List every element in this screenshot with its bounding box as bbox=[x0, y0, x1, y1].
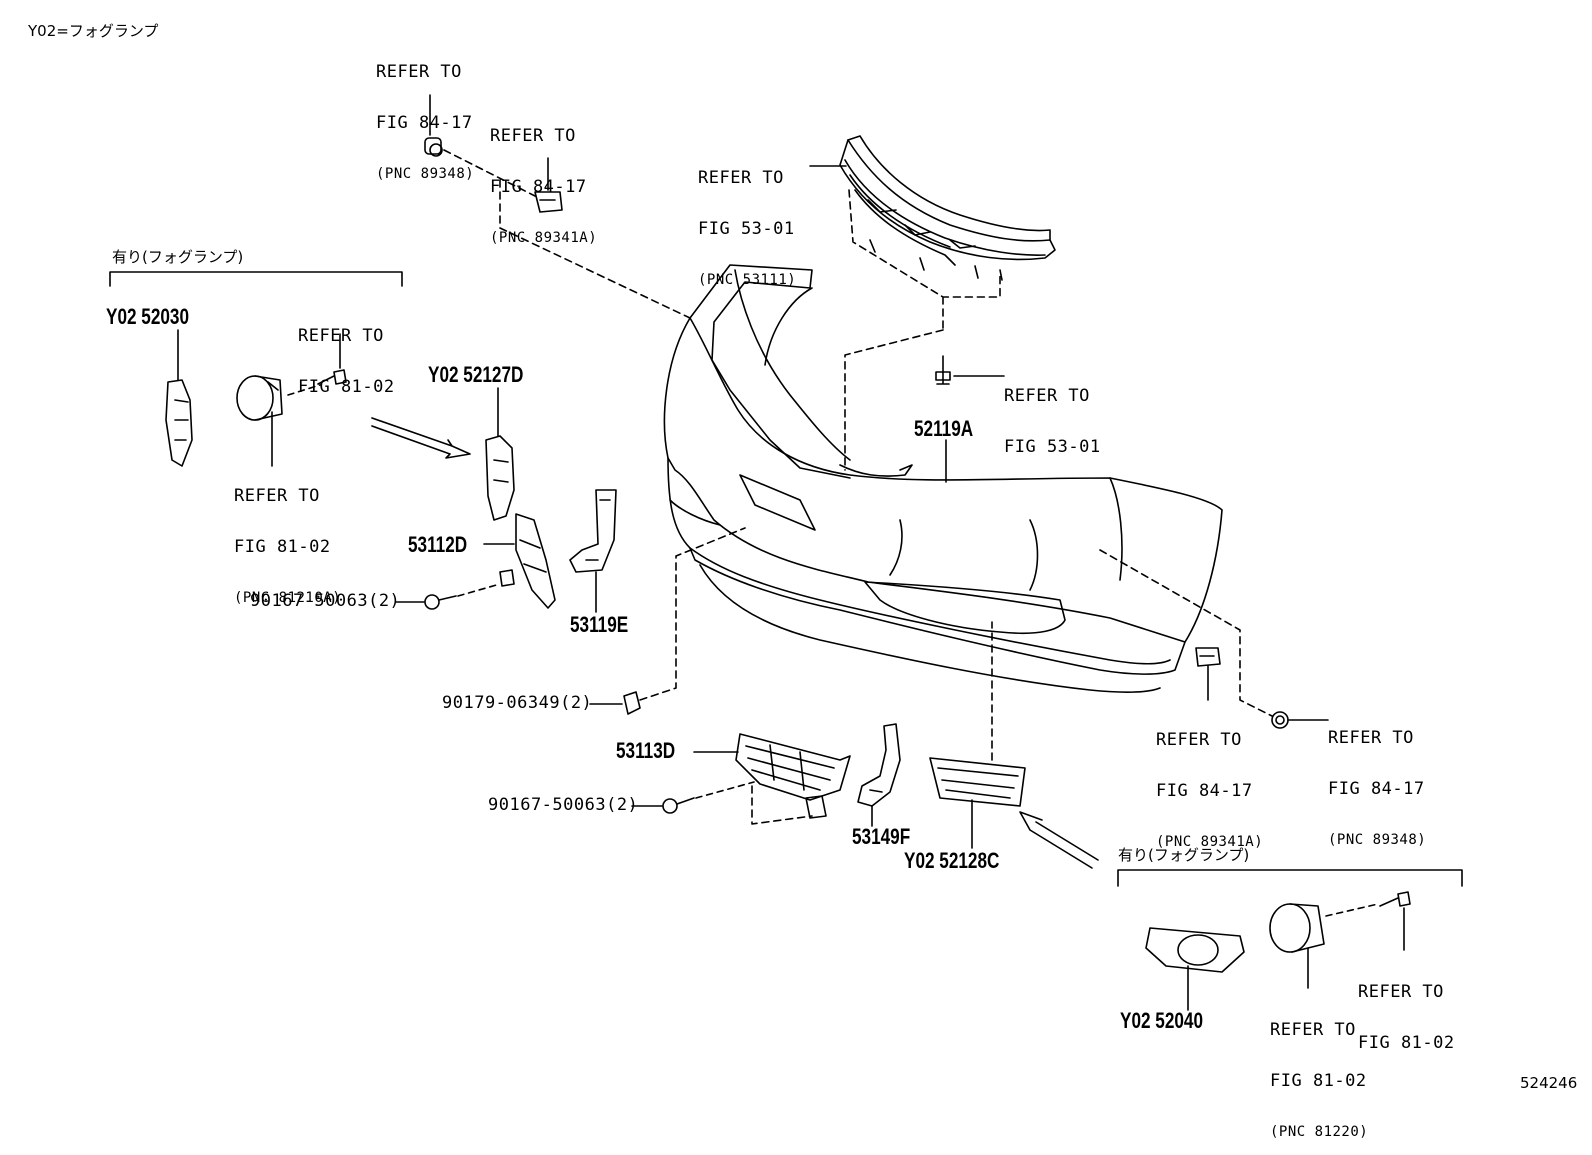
ref-line1: REFER TO bbox=[1004, 386, 1090, 406]
ref-line2: FIG 84-17 bbox=[1328, 779, 1425, 799]
ref-fig-81-02-right-lamp: REFER TO FIG 81-02 (PNC 81220) bbox=[1270, 990, 1368, 1155]
ref-line1: REFER TO bbox=[234, 486, 320, 506]
left-fog-cover bbox=[165, 379, 193, 467]
lower-grille-53113D bbox=[735, 733, 851, 819]
ref-pnc: (PNC 89348) bbox=[376, 166, 475, 182]
ref-line1: REFER TO bbox=[298, 326, 384, 346]
clip-89348-right bbox=[1271, 711, 1289, 729]
ref-line1: REFER TO bbox=[1156, 730, 1242, 750]
top-clip-dashed bbox=[443, 149, 691, 319]
clip-89348-top bbox=[424, 137, 443, 157]
clip-90179-dashed bbox=[639, 527, 746, 701]
right-clip-dashed bbox=[1099, 549, 1273, 717]
ref-pnc: (PNC 89348) bbox=[1328, 832, 1427, 848]
arrow-right-to-bumper bbox=[1019, 811, 1099, 869]
ref-fig-53-01-screw: REFER TO FIG 53-01 bbox=[1004, 356, 1101, 472]
ref-fig-53-01-grille: REFER TO FIG 53-01 (PNC 53111) bbox=[698, 138, 796, 303]
grille-screw bbox=[935, 355, 951, 385]
ref-line2: FIG 81-02 bbox=[1358, 1033, 1455, 1053]
ref-pnc: (PNC 81210A) bbox=[234, 590, 342, 606]
spacer-53119E bbox=[569, 489, 617, 573]
ref-line1: REFER TO bbox=[490, 126, 576, 146]
ref-line2: FIG 81-02 bbox=[234, 537, 331, 557]
right-fog-lamp bbox=[1269, 903, 1325, 953]
ref-fig-84-17-right-clip: REFER TO FIG 84-17 (PNC 89348) bbox=[1328, 698, 1426, 863]
legend-note: Y02=フォグランプ bbox=[28, 22, 159, 40]
fog-cover-52128C bbox=[929, 757, 1026, 807]
ref-fig-81-02-left-lamp: REFER TO FIG 81-02 (PNC 81210A) bbox=[234, 456, 341, 621]
ref-pnc: (PNC 81220) bbox=[1270, 1124, 1369, 1140]
ref-fig-81-02-right-screw: REFER TO FIG 81-02 bbox=[1358, 952, 1455, 1068]
part-number-bolt-90167-upper[interactable]: 90167-50063(2) bbox=[250, 591, 401, 611]
arrow-left-to-bumper bbox=[371, 417, 471, 459]
ref-pnc: (PNC 53111) bbox=[698, 272, 797, 288]
right-group-header: 有り(フォグランプ) bbox=[1118, 846, 1250, 864]
ref-line1: REFER TO bbox=[376, 62, 462, 82]
part-number-clip-90179[interactable]: 90179-06349(2) bbox=[442, 693, 593, 713]
bracket-52127D bbox=[485, 435, 515, 521]
ref-line1: REFER TO bbox=[698, 168, 784, 188]
grille-dashed-leader bbox=[844, 189, 1001, 471]
left-fog-lamp bbox=[236, 375, 283, 421]
retainer-53112D bbox=[499, 513, 556, 609]
ref-fig-81-02-left-screw: REFER TO FIG 81-02 bbox=[298, 296, 395, 412]
part-number-bolt-90167-lower[interactable]: 90167-50063(2) bbox=[488, 795, 639, 815]
right-fog-screw bbox=[1379, 891, 1411, 907]
left-fog-dashed bbox=[287, 384, 321, 396]
part-number-52040[interactable]: Y02 52040 bbox=[1120, 1008, 1204, 1033]
ref-line2: FIG 53-01 bbox=[698, 219, 795, 239]
front-bumper-cover bbox=[663, 264, 1223, 693]
ref-line1: REFER TO bbox=[1358, 982, 1444, 1002]
right-group-bracket bbox=[1117, 869, 1463, 887]
part-number-53119E[interactable]: 53119E bbox=[570, 612, 629, 637]
bolt-lower-dashed bbox=[695, 781, 755, 799]
part-number-53112D[interactable]: 53112D bbox=[408, 532, 468, 557]
part-number-52127D[interactable]: Y02 52127D bbox=[428, 362, 524, 387]
left-fog-screw bbox=[317, 369, 347, 385]
part-number-52119A[interactable]: 52119A bbox=[914, 416, 974, 441]
right-fog-dashed bbox=[1325, 903, 1379, 917]
bracket-53149F bbox=[857, 723, 901, 807]
left-group-header: 有り(フォグランプ) bbox=[112, 248, 244, 266]
ref-line1: REFER TO bbox=[1328, 728, 1414, 748]
ref-fig-84-17-top-clip: REFER TO FIG 84-17 (PNC 89348) bbox=[376, 32, 474, 197]
ref-pnc: (PNC 89341A) bbox=[1156, 834, 1264, 850]
ref-line2: FIG 84-17 bbox=[1156, 781, 1253, 801]
part-number-53113D[interactable]: 53113D bbox=[616, 738, 676, 763]
right-fog-cover bbox=[1145, 927, 1245, 973]
ref-line1: REFER TO bbox=[1270, 1020, 1356, 1040]
diagram-number: 524246 bbox=[1520, 1074, 1578, 1092]
clip-90179 bbox=[623, 691, 641, 715]
ref-line2: FIG 84-17 bbox=[376, 113, 473, 133]
parts-diagram-drawing bbox=[109, 94, 1463, 1011]
ref-fig-84-17-top-sensor: REFER TO FIG 84-17 (PNC 89341A) bbox=[490, 96, 597, 261]
lower-grille-dashed bbox=[751, 785, 813, 825]
ref-pnc: (PNC 89341A) bbox=[490, 230, 598, 246]
ref-line2: FIG 53-01 bbox=[1004, 437, 1101, 457]
upper-grille bbox=[839, 135, 1056, 281]
part-number-53149F[interactable]: 53149F bbox=[852, 824, 911, 849]
bolt-90167-lower bbox=[662, 797, 695, 814]
bolt-upper-dashed bbox=[457, 583, 501, 597]
part-number-52128C[interactable]: Y02 52128C bbox=[904, 848, 1000, 873]
sensor-89341A-top bbox=[534, 191, 563, 213]
bolt-90167-upper bbox=[424, 594, 457, 610]
ref-fig-84-17-right-sensor: REFER TO FIG 84-17 (PNC 89341A) bbox=[1156, 700, 1263, 865]
ref-line2: FIG 81-02 bbox=[1270, 1071, 1367, 1091]
ref-line2: FIG 81-02 bbox=[298, 377, 395, 397]
ref-line2: FIG 84-17 bbox=[490, 177, 587, 197]
sensor-89341A-right bbox=[1195, 647, 1221, 667]
left-group-bracket bbox=[109, 271, 403, 287]
part-number-52030[interactable]: Y02 52030 bbox=[106, 304, 190, 329]
